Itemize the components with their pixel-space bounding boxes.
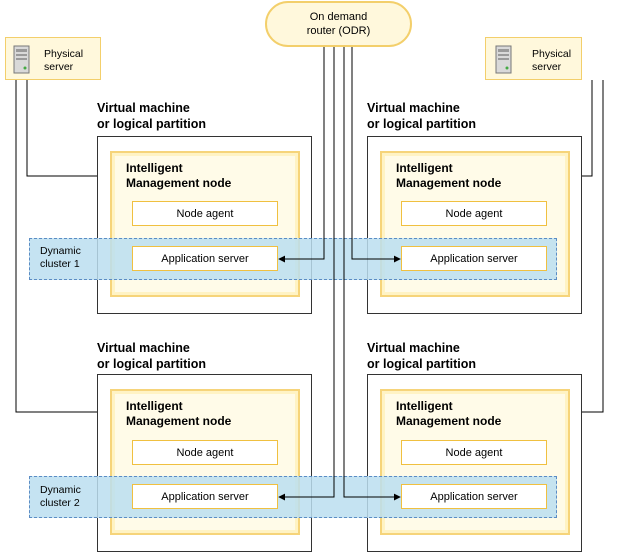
app-server-top-left: Application server: [132, 246, 278, 271]
vm-title-line1: Virtual machine: [97, 341, 190, 355]
im-title-bottom-right: Intelligent Management node: [396, 399, 501, 429]
app-server-top-right: Application server: [401, 246, 547, 271]
cluster-2-label: Dynamic cluster 2: [40, 484, 81, 510]
vm-title-line2: or logical partition: [97, 117, 207, 131]
server-label-line1: Physical: [532, 48, 572, 60]
cluster-label-line2: cluster 2: [40, 497, 80, 509]
odr-label-line1: On demand: [309, 11, 368, 23]
im-title-line1: Intelligent: [396, 399, 453, 413]
im-title-line1: Intelligent: [126, 161, 183, 175]
im-title-line2: Management node: [396, 414, 502, 428]
physical-server-right: Physical server: [485, 37, 582, 80]
link-odr-app-top-left: [278, 47, 325, 263]
server-label-line1: Physical: [44, 48, 84, 60]
node-agent-bottom-left: Node agent: [132, 440, 278, 465]
app-server-bottom-right: Application server: [401, 484, 547, 509]
cluster-1-label: Dynamic cluster 1: [40, 245, 81, 271]
im-title-top-right: Intelligent Management node: [396, 161, 501, 191]
link-server-left-vm-bottom: [15, 80, 97, 413]
im-title-line2: Management node: [126, 176, 232, 190]
server-tower-icon: [13, 45, 30, 74]
vm-title-line2: or logical partition: [367, 117, 477, 131]
vm-title-bottom-left: Virtual machine or logical partition: [97, 340, 206, 372]
im-title-line2: Management node: [126, 414, 232, 428]
vm-title-line1: Virtual machine: [367, 101, 460, 115]
node-agent-bottom-right: Node agent: [401, 440, 547, 465]
cluster-label-line1: Dynamic: [40, 484, 81, 496]
node-agent-top-right: Node agent: [401, 201, 547, 226]
im-title-bottom-left: Intelligent Management node: [126, 399, 231, 429]
im-title-line1: Intelligent: [126, 399, 183, 413]
vm-title-line2: or logical partition: [97, 357, 207, 371]
vm-title-line2: or logical partition: [367, 357, 477, 371]
cluster-label-line2: cluster 1: [40, 258, 80, 270]
cluster-label-line1: Dynamic: [40, 245, 81, 257]
odr-label-line2: router (ODR): [306, 25, 371, 37]
link-odr-app-bottom-left: [278, 47, 335, 501]
vm-title-top-left: Virtual machine or logical partition: [97, 100, 206, 132]
link-server-right-vm-top: [582, 80, 593, 177]
vm-title-bottom-right: Virtual machine or logical partition: [367, 340, 476, 372]
odr-node: On demand router (ODR): [265, 1, 412, 47]
link-odr-app-top-right: [351, 47, 401, 263]
node-agent-top-left: Node agent: [132, 201, 278, 226]
link-server-left-vm-top: [26, 80, 97, 177]
server-tower-icon: [495, 45, 512, 74]
server-label-line2: server: [532, 61, 562, 73]
server-label-line2: server: [44, 61, 74, 73]
link-server-right-vm-bottom: [582, 80, 604, 413]
vm-title-top-right: Virtual machine or logical partition: [367, 100, 476, 132]
im-title-top-left: Intelligent Management node: [126, 161, 231, 191]
link-odr-app-bottom-right: [343, 47, 401, 501]
app-server-bottom-left: Application server: [132, 484, 278, 509]
im-title-line2: Management node: [396, 176, 502, 190]
im-title-line1: Intelligent: [396, 161, 453, 175]
physical-server-left: Physical server: [5, 37, 101, 80]
vm-title-line1: Virtual machine: [97, 101, 190, 115]
vm-title-line1: Virtual machine: [367, 341, 460, 355]
